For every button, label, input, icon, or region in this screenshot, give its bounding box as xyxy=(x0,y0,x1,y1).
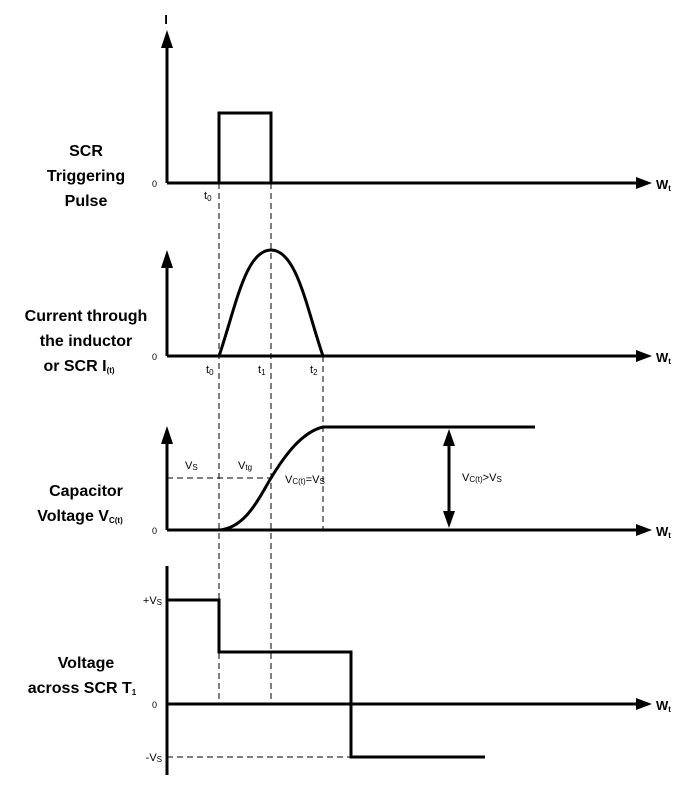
t0-label-trigger: t0 xyxy=(204,190,212,203)
vtg-annotation: Vtg xyxy=(238,460,252,472)
current-panel-label-line2: the inductor xyxy=(40,333,132,350)
zero-label-capacitor: 0 xyxy=(152,526,157,536)
t0-label-current: t0 xyxy=(206,364,214,377)
double-arrow-head-up xyxy=(443,429,455,446)
current-y-arrowhead xyxy=(161,250,173,268)
vs-annotation: VS xyxy=(185,460,198,472)
trigger-pulse xyxy=(217,111,273,183)
scr-voltage-axis-arrowhead xyxy=(636,698,652,710)
capacitor-panel-label-line1: Capacitor xyxy=(49,483,123,500)
t2-label-current: t2 xyxy=(310,364,318,377)
current-axis-arrowhead xyxy=(636,350,652,362)
current-panel-label-line1: Current through xyxy=(25,308,148,325)
y-axis-label: I xyxy=(164,12,168,27)
wt-label-trigger: Wt xyxy=(656,177,671,193)
scr-voltage-waveform xyxy=(167,598,485,759)
wt-label-scr-voltage: Wt xyxy=(656,698,671,714)
trigger-axis-arrowhead xyxy=(636,177,652,189)
capacitor-axis-arrowhead xyxy=(636,524,652,536)
capacitor-y-arrowhead xyxy=(161,426,173,444)
plus-vs-label: +VS xyxy=(143,595,162,607)
y-axis-arrowhead-top xyxy=(161,30,173,48)
t1-label-current: t1 xyxy=(258,364,266,377)
minus-vs-label: -VS xyxy=(146,752,162,764)
capacitor-panel-label-line2: Voltage VC(t) xyxy=(37,508,123,525)
trigger-panel-label-line1: SCR xyxy=(69,143,103,160)
wt-label-current: Wt xyxy=(656,350,671,366)
trigger-panel-label-line2: Triggering xyxy=(47,168,125,185)
zero-label-current: 0 xyxy=(152,352,157,362)
vc-greater-vs-annotation: VC(t)>VS xyxy=(462,472,502,484)
zero-label-trigger: 0 xyxy=(152,179,157,189)
scr-voltage-panel-label-line1: Voltage xyxy=(58,655,115,672)
wt-label-capacitor: Wt xyxy=(656,524,671,540)
zero-label-scr-voltage: 0 xyxy=(152,700,157,710)
double-arrow-head-down xyxy=(443,511,455,528)
scr-voltage-panel-label-line2: across SCR T1 xyxy=(28,680,137,697)
trigger-panel-label-line3: Pulse xyxy=(65,193,108,210)
current-panel-label-line3: or SCR I(t) xyxy=(43,358,114,375)
inductor-current-curve xyxy=(217,248,325,357)
vc-equals-vs-annotation: VC(t)=VS xyxy=(285,474,325,486)
